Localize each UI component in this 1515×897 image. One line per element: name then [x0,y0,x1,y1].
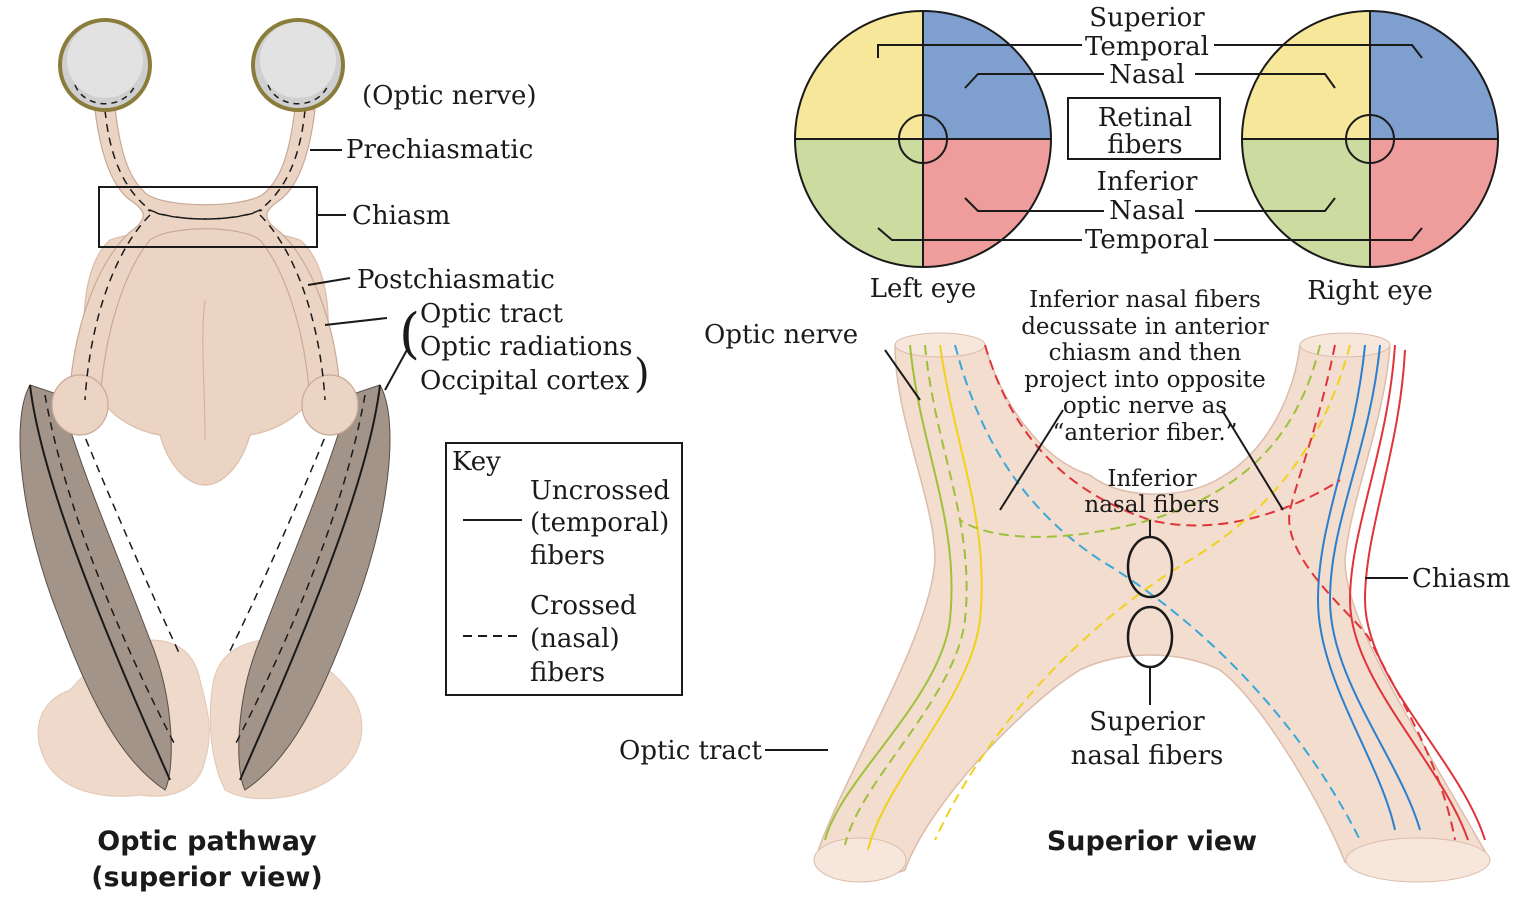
optic-tract-leader [325,318,387,325]
left-eye-label: Left eye [870,274,976,304]
decussate-line1: Inferior nasal fibers [1029,287,1261,313]
crossed-line2: (nasal) [530,624,620,654]
crossed-line1: Crossed [530,591,637,621]
key-title: Key [452,447,501,477]
inferior-nasal-line2: nasal fibers [1084,492,1219,518]
nasal-bottom-label: Nasal [1109,196,1184,226]
uncrossed-line2: (temporal) [530,508,669,538]
left-superior-temporal-quadrant [795,11,923,139]
superior-nasal-line2: nasal fibers [1071,741,1224,771]
inferior-label: Inferior [1097,167,1198,197]
nasal-top-label: Nasal [1109,60,1184,90]
crossed-line3: fibers [530,658,605,688]
prechiasmatic-label: Prechiasmatic [346,135,533,165]
temporal-bottom-label: Temporal [1085,225,1209,255]
decussate-line4: project into opposite [1024,367,1265,393]
retinal-fibers-line1: Retinal [1098,103,1192,133]
optic-radiations-label: Optic radiations [420,332,632,362]
chiasm-label-right: Chiasm [1412,564,1510,594]
right-inferior-temporal-quadrant [1370,139,1498,267]
superior-label: Superior [1089,3,1205,33]
key-box: Key Uncrossed (temporal) fibers Crossed … [446,443,682,695]
decussate-line3: chiasm and then [1049,340,1242,366]
chiasm-label: Chiasm [352,201,450,231]
paren-close: ) [634,351,650,397]
uncrossed-line3: fibers [530,541,605,571]
optic-nerve-label: (Optic nerve) [362,81,536,111]
uncrossed-line1: Uncrossed [530,476,670,506]
decussate-line2: decussate in anterior [1021,314,1269,340]
optic-tract-label-right: Optic tract [619,736,762,766]
right-eye-label: Right eye [1307,276,1432,306]
left-inferior-temporal-quadrant [795,139,923,267]
left-eye-retina [795,11,1051,267]
retinal-fibers-line2: fibers [1107,130,1182,160]
right-superior-temporal-quadrant [1370,11,1498,139]
postchiasmatic-label: Postchiasmatic [357,265,555,295]
right-eye-retina [1242,11,1498,267]
occipital-cortex-label: Occipital cortex [420,366,630,396]
optic-nerve-label-right: Optic nerve [704,320,858,350]
superior-nasal-line1: Superior [1089,707,1205,737]
left-title-line1: Optic pathway [97,826,317,857]
decussate-line6: “anterior fiber.” [1053,420,1238,446]
temporal-top-label: Temporal [1085,32,1209,62]
left-title-line2: (superior view) [91,862,323,893]
left-inferior-nasal-quadrant [923,139,1051,267]
paren-open: ( [399,302,420,365]
inferior-nasal-line1: Inferior [1107,466,1196,492]
decussate-line5: optic nerve as [1063,393,1227,419]
right-eyeball [253,20,343,110]
right-inferior-nasal-quadrant [1242,139,1370,267]
right-title: Superior view [1047,826,1257,857]
optic-tract-label: Optic tract [420,299,563,329]
left-eyeball [60,20,150,110]
